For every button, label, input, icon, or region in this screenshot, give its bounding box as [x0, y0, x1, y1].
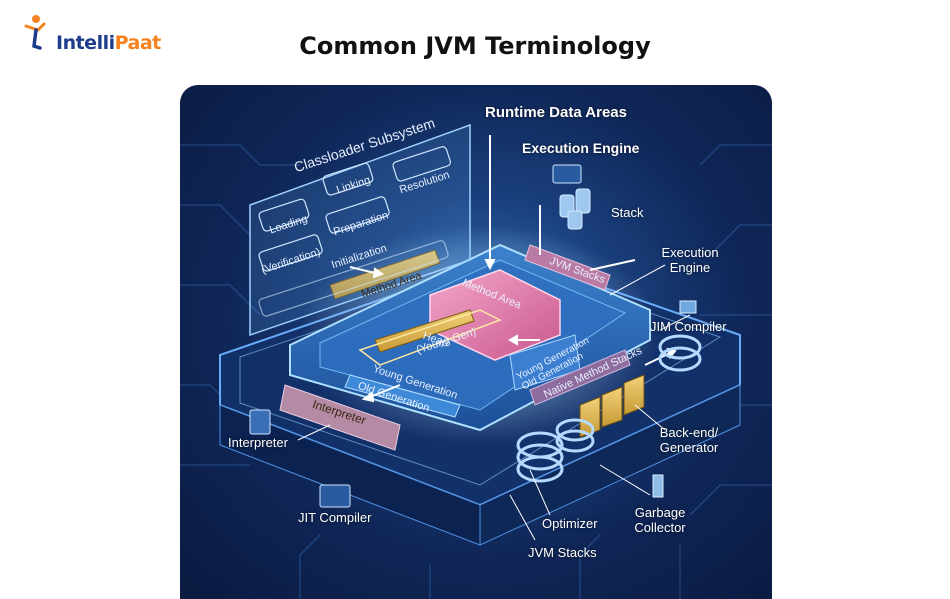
interpreter-icon — [249, 409, 271, 435]
jvm-diagram-panel: Classloader Subsystem Loading Linking Re… — [180, 85, 772, 599]
jim-compiler-icon — [679, 300, 697, 314]
label-execution-engine-top: Execution Engine — [522, 140, 640, 156]
young-gen-outline — [358, 309, 502, 366]
backend-cubes — [579, 374, 645, 438]
brand-name-first: Intelli — [56, 32, 115, 54]
label-runtime-data-areas: Runtime Data Areas — [485, 104, 627, 121]
label-optimizer: Optimizer — [542, 516, 598, 531]
exec-engine-device-icon — [552, 164, 582, 184]
interpreter-chip — [279, 384, 401, 451]
label-jim-compiler: JIM Compiler — [650, 319, 727, 334]
jit-compiler-icon — [319, 484, 351, 508]
label-jvm-stacks-bottom: JVM Stacks — [528, 545, 597, 560]
label-garbage-collector: Garbage Collector — [634, 505, 686, 535]
classloader-panel — [249, 123, 471, 337]
jvm-diagram-graphic — [180, 123, 772, 599]
native-stacks-chip — [529, 349, 631, 406]
label-backend-generator: Back-end/ Generator — [659, 425, 719, 455]
label-jit-compiler: JIT Compiler — [298, 510, 372, 525]
brand-name-second: Paat — [114, 32, 162, 54]
label-execution-engine-right: Execution Engine — [661, 245, 719, 275]
old-gen-bar — [344, 374, 461, 418]
garbage-collector-gears — [516, 334, 702, 483]
page-title: Common JVM Terminology — [299, 32, 651, 60]
garbage-collector-icon — [652, 474, 664, 498]
classloader-chips — [258, 146, 451, 317]
logo-figure-icon — [24, 15, 46, 50]
label-interpreter: Interpreter — [228, 435, 288, 450]
label-stack: Stack — [611, 205, 644, 220]
brand-logo: IntelliPaat — [20, 12, 161, 54]
stack-cylinders-icon — [559, 188, 591, 230]
brand-name: IntelliPaat — [56, 32, 161, 54]
leader-lines — [297, 264, 691, 541]
jvm-stacks-chip — [524, 244, 611, 291]
